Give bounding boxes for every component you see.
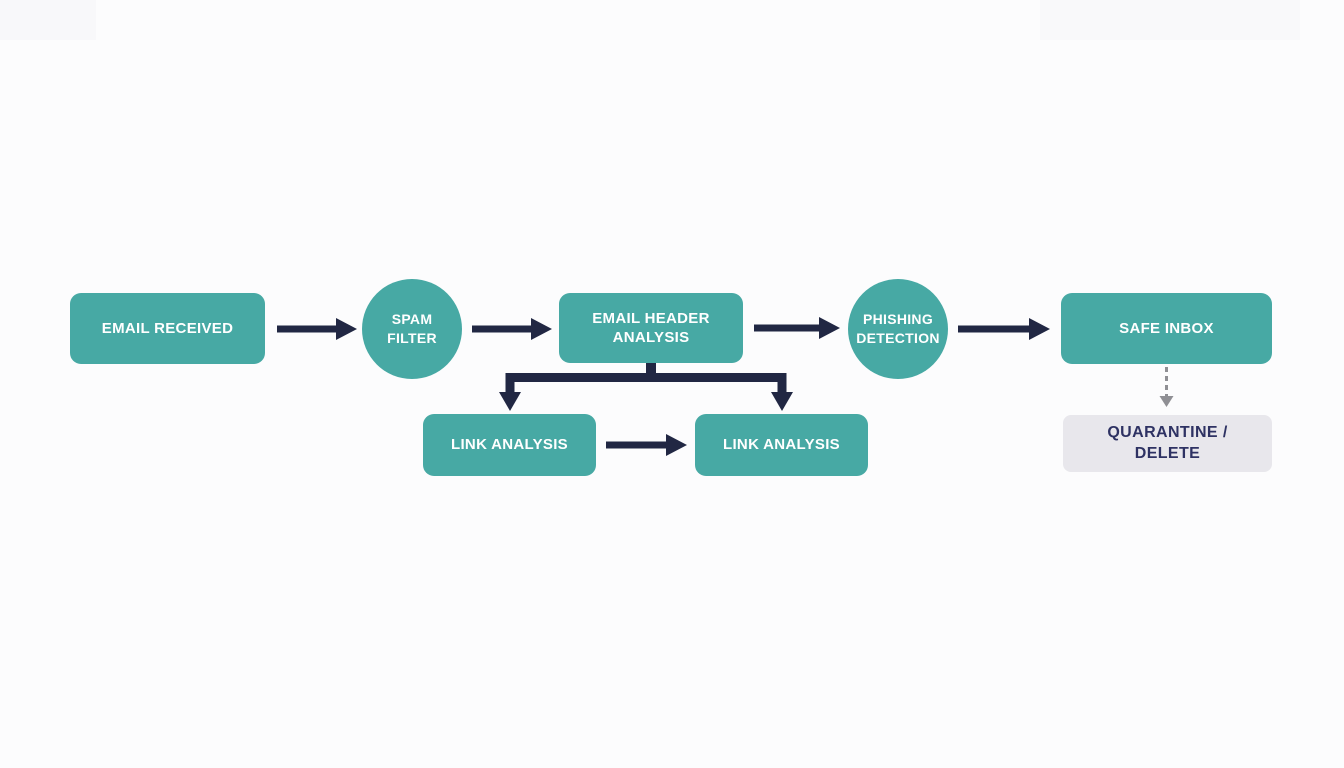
arrow-link-analysis-left-to-right	[606, 434, 687, 456]
dashed-arrow-safe-inbox-to-quarantine	[1159, 367, 1174, 407]
node-email-header-analysis: EMAIL HEADER ANALYSIS	[559, 293, 743, 363]
node-email-received: EMAIL RECEIVED	[70, 293, 265, 364]
node-phishing-detection: PHISHING DETECTION	[848, 279, 948, 379]
arrow-email-received-to-spam-filter	[277, 318, 357, 340]
node-link-analysis-right: LINK ANALYSIS	[695, 414, 868, 476]
node-quarantine-delete: QUARANTINE / DELETE	[1063, 415, 1272, 472]
arrow-phishing-detection-to-safe-inbox	[958, 318, 1050, 340]
arrow-email-header-analysis-to-phishing-detection	[754, 317, 840, 339]
node-safe-inbox: SAFE INBOX	[1061, 293, 1272, 364]
branch-email-header-to-link-analysis	[499, 362, 793, 411]
node-link-analysis-left: LINK ANALYSIS	[423, 414, 596, 476]
arrow-spam-filter-to-email-header-analysis	[472, 318, 552, 340]
node-spam-filter: SPAM FILTER	[362, 279, 462, 379]
